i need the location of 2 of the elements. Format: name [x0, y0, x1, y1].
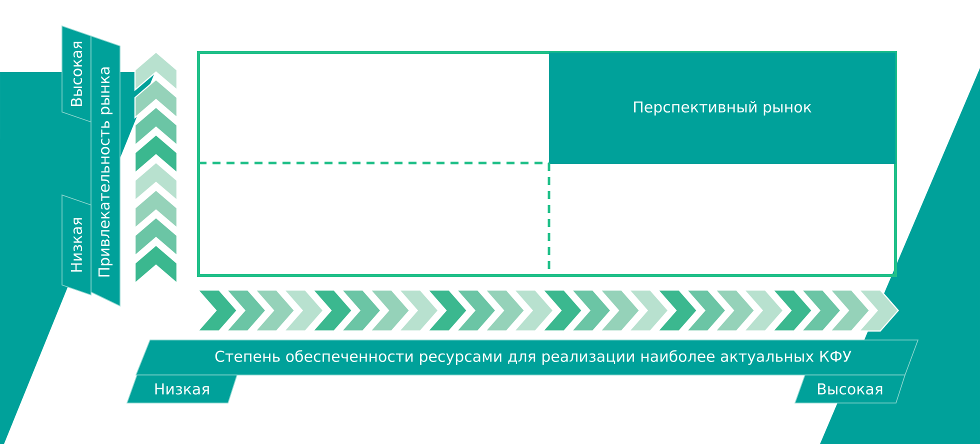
quadrant-cell: Перспективный рынок: [549, 52, 896, 164]
matrix-frame: [197, 51, 897, 277]
